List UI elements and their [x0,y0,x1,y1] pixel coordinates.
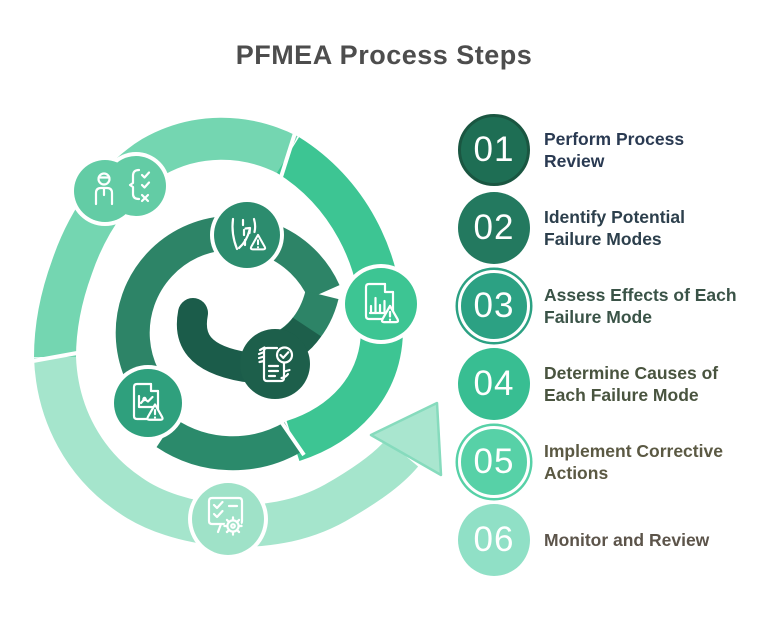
step-row-3: 03 Assess Effects of Each Failure Mode [458,270,758,342]
step-1-number-circle: 01 [458,114,530,186]
spiral-band-step1-hook [176,298,260,382]
step-5-number: 05 [473,442,515,481]
road-warning-icon [231,217,267,251]
spiral-svg [32,117,443,559]
step-4-number-circle: 04 [458,348,530,420]
step-1-label: Perform Process Review [544,128,685,171]
step-row-4: 04 Determine Causes of Each Failure Mode [458,348,758,420]
step-6-number-circle: 06 [458,504,530,576]
step-3-label: Assess Effects of Each Failure Mode [544,284,737,327]
step-1-number: 01 [473,130,515,169]
step-5-number-circle: 05 [458,426,530,498]
step-2-label: Identify Potential Failure Modes [544,206,685,249]
barchart-document-warning-icon [364,282,400,324]
spiral-arrow-head [369,401,443,477]
person-checklist-bubble [70,152,170,226]
checklist-gear-icon [207,496,244,536]
spiral-diagram [5,95,465,615]
hands-document-check-bubble [240,329,310,399]
step-row-5: 05 Implement Corrective Actions [458,426,758,498]
step-5-label: Implement Corrective Actions [544,440,723,483]
hands-document-check-icon [257,346,294,383]
band-seam [280,421,306,457]
step-6-label: Monitor and Review [544,529,710,550]
step-4-label: Determine Causes of Each Failure Mode [544,362,719,405]
spiral-band-step3 [156,418,302,471]
step-2-number-circle: 02 [458,192,530,264]
band-seam [279,132,297,178]
person-icon [94,172,114,206]
linechart-document-warning-bubble [110,365,186,441]
band-seam [32,351,78,363]
step-3-number: 03 [473,286,515,325]
linechart-document-warning-icon [132,382,164,421]
checklist-bracket-icon [128,168,151,203]
spiral-band-step2 [115,215,340,385]
step-row-6: 06 Monitor and Review [458,504,758,576]
step-row-1: 01 Perform Process Review [458,114,758,186]
steps-list: 01 Perform Process Review 02 Identify Po… [458,114,758,576]
step-6-number: 06 [473,520,515,559]
barchart-document-warning-bubble [341,264,421,344]
page-title: PFMEA Process Steps [235,40,533,70]
step-2-number: 02 [473,208,515,247]
checklist-gear-bubble [188,479,268,559]
step-3-number-circle: 03 [458,270,530,342]
step-4-number: 04 [473,364,515,403]
step-row-2: 02 Identify Potential Failure Modes [458,192,758,264]
